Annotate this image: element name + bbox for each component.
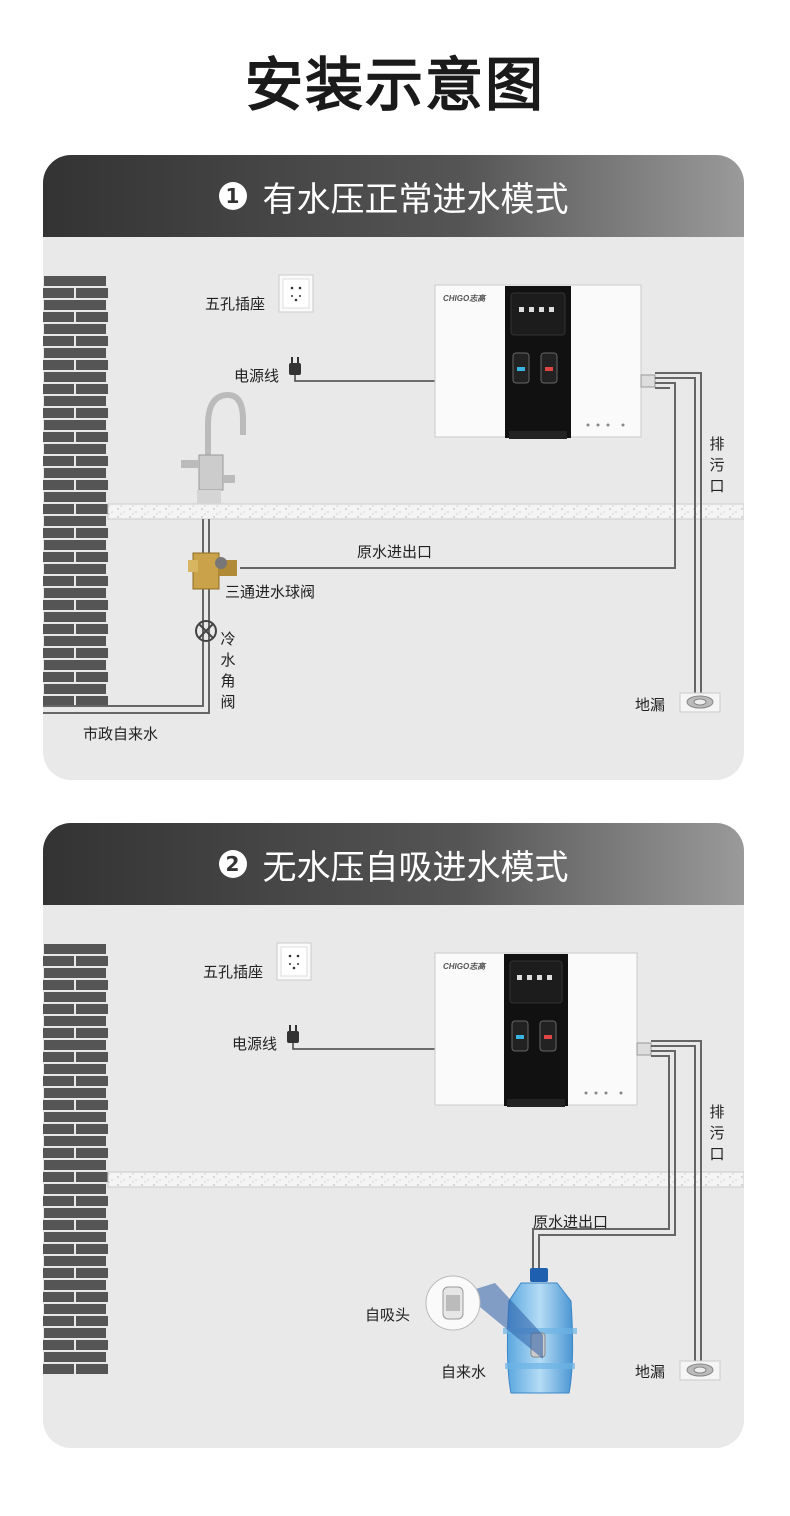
tee-ball-valve-icon	[188, 552, 237, 590]
power-plug-icon	[289, 357, 301, 375]
cold-angle-valve-label: 冷 水 角 阀	[220, 630, 236, 711]
step-number-badge: 1	[218, 182, 247, 210]
installation-diagram-2: CHIGO志高	[43, 942, 744, 1394]
page-title: 安装示意图	[244, 51, 545, 119]
panel-self-priming-mode: 2 无水压自吸进水模式	[43, 823, 744, 1448]
self-priming-head-label: 自吸头	[365, 1306, 411, 1324]
power-plug-icon	[287, 1025, 299, 1043]
brand-logo: CHIGO志高	[443, 962, 487, 971]
raw-water-pipe	[538, 1050, 676, 1270]
brick-wall	[43, 944, 108, 1376]
self-priming-head-zoom-icon	[425, 1275, 481, 1331]
socket-label: 五孔插座	[203, 963, 264, 981]
drain-outlet-label: 排 污 口	[709, 435, 725, 495]
floor-drain-label: 地漏	[635, 696, 666, 714]
panel-heading-text: 无水压自吸进水模式	[262, 847, 569, 888]
countertop-slab	[107, 1171, 744, 1188]
floor-drain-icon	[679, 692, 721, 713]
floor-drain-icon	[679, 1360, 721, 1381]
municipal-water-label: 市政自来水	[83, 725, 159, 743]
angle-valve-icon	[195, 620, 217, 642]
raw-water-port-label: 原水进出口	[357, 543, 433, 561]
drain-pipe	[655, 377, 696, 695]
brand-logo: CHIGO志高	[443, 294, 487, 303]
drain-pipe	[651, 1045, 696, 1363]
power-cord-line	[292, 1043, 435, 1050]
countertop-slab	[107, 503, 744, 520]
power-cord-label: 电源线	[234, 367, 280, 385]
water-purifier-machine: CHIGO志高	[434, 284, 642, 439]
tee-valve-label: 三通进水球阀	[225, 583, 316, 601]
step-number-badge: 2	[218, 850, 247, 878]
power-cord-label: 电源线	[232, 1035, 278, 1053]
brick-wall	[43, 276, 108, 708]
five-hole-socket-icon	[276, 942, 312, 981]
panel-heading: 1 有水压正常进水模式	[43, 155, 744, 237]
drain-outlet-label: 排 污 口	[709, 1103, 725, 1163]
panel-heading-text: 有水压正常进水模式	[262, 179, 569, 220]
tap-water-label: 自来水	[441, 1363, 487, 1381]
power-cord-line	[294, 375, 435, 382]
water-purifier-machine: CHIGO志高	[434, 952, 638, 1107]
floor-drain-label: 地漏	[635, 1363, 666, 1381]
zoom-callout-beam	[463, 1283, 543, 1359]
faucet-icon	[181, 391, 246, 504]
raw-water-pipe	[240, 382, 676, 569]
socket-label: 五孔插座	[205, 295, 266, 313]
panel-heading: 2 无水压自吸进水模式	[43, 823, 744, 905]
raw-water-port-label: 原水进出口	[533, 1213, 609, 1231]
installation-diagram-1: CHIGO志高	[43, 274, 744, 714]
panel-pressure-mode: 1 有水压正常进水模式	[43, 155, 744, 780]
panel-header	[43, 155, 744, 237]
five-hole-socket-icon	[278, 274, 314, 313]
panel-header	[43, 823, 744, 905]
